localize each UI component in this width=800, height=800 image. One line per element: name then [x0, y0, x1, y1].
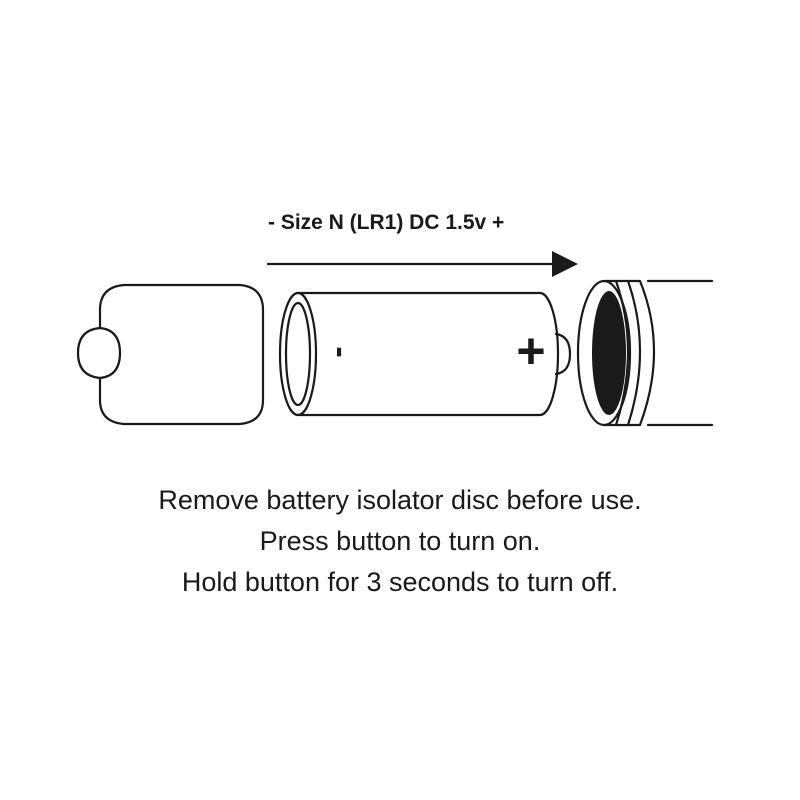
battery-negative-end — [278, 291, 318, 417]
device-ring-outer — [602, 279, 656, 427]
battery-minus-sign: - — [322, 346, 360, 357]
instructions-text: Remove battery isolator disc before use.… — [0, 480, 800, 603]
battery-size-label: - Size N (LR1) DC 1.5v + — [268, 211, 504, 234]
device-ring-mid — [626, 279, 642, 427]
instruction-line: Press button to turn on. — [259, 526, 541, 556]
battery-positive-terminal — [554, 332, 572, 376]
battery-negative-end-inner — [284, 301, 312, 407]
instruction-line: Hold button for 3 seconds to turn off. — [181, 567, 619, 597]
battery-body — [296, 291, 560, 417]
battery-plus-sign: + — [516, 323, 545, 379]
arrow-head-icon — [552, 251, 578, 277]
device-opening-interior — [592, 291, 626, 415]
end-cap-button — [76, 326, 122, 380]
instruction-line: Remove battery isolator disc before use. — [158, 485, 642, 515]
device-opening-rim — [576, 279, 632, 427]
end-cap — [98, 283, 265, 426]
